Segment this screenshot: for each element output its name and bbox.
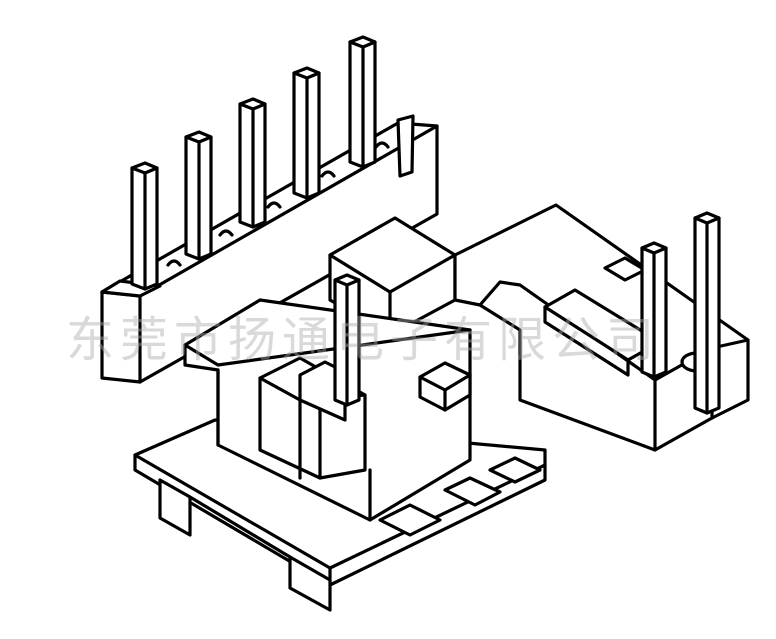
right-pin-1 (640, 241, 668, 379)
rear-pin-5 (348, 35, 377, 169)
base-slot-3 (488, 456, 542, 484)
rear-pin-header (100, 114, 439, 384)
right-pins (640, 211, 721, 415)
rear-pin-2 (184, 130, 213, 261)
rear-pin-3 (238, 97, 267, 229)
rear-pin-4 (292, 66, 321, 200)
right-pin-2 (693, 211, 721, 415)
base-slot-2 (443, 476, 502, 507)
right-notch (396, 114, 415, 178)
rear-pin-1 (130, 161, 159, 291)
foot-right (288, 555, 332, 612)
right-arm (453, 203, 750, 452)
square-tab (418, 361, 472, 412)
foot-left (158, 478, 192, 537)
base-slot-1 (378, 503, 442, 537)
front-pin (333, 273, 361, 407)
rear-pins (130, 35, 377, 291)
